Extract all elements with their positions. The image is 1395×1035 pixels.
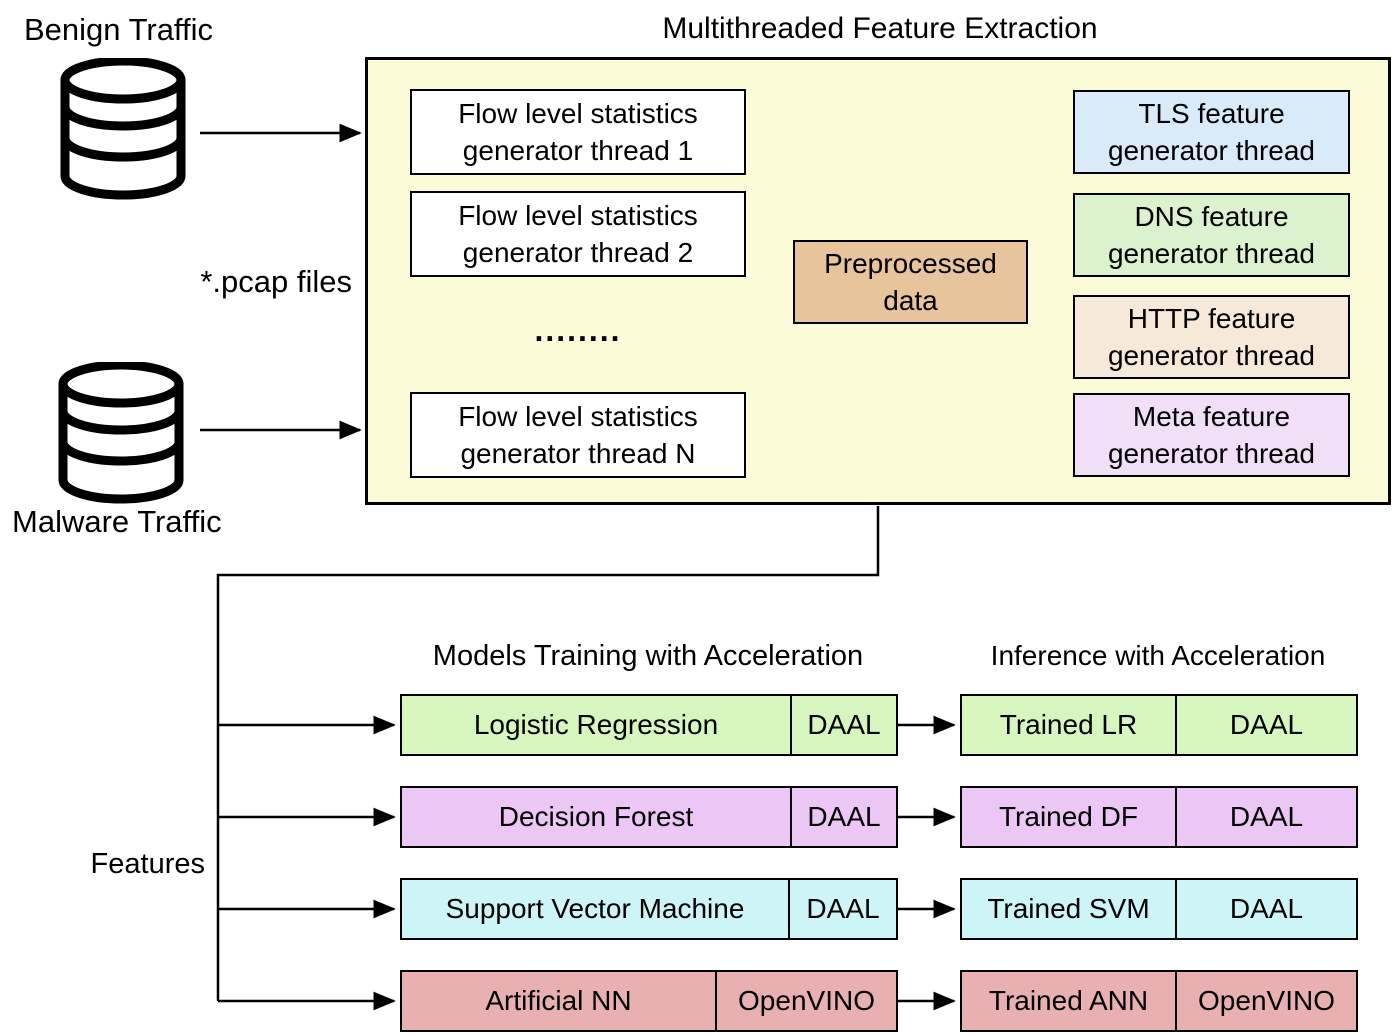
meta-feature-generator-box: Meta feature generator thread xyxy=(1073,393,1350,477)
accelerator-cell: DAAL xyxy=(1175,788,1356,846)
dns-line2: generator thread xyxy=(1107,238,1316,269)
meta-line1: Meta feature xyxy=(1132,401,1291,432)
malware-database-icon xyxy=(58,362,184,504)
model-name-cell: Trained LR xyxy=(999,709,1138,740)
preprocessed-line2: data xyxy=(883,285,938,316)
accelerator-cell: OpenVINO xyxy=(715,972,896,1030)
inference-row-trained-ann: Trained ANN OpenVINO xyxy=(960,970,1358,1032)
thread-ellipsis: ........ xyxy=(534,312,622,348)
model-name-cell: Trained DF xyxy=(998,801,1138,832)
accelerator-cell: DAAL xyxy=(790,788,896,846)
dns-feature-generator-box: DNS feature generator thread xyxy=(1073,193,1350,277)
flow-thread-n-line2: generator thread N xyxy=(460,438,696,469)
training-heading: Models Training with Acceleration xyxy=(432,640,864,672)
tls-line1: TLS feature xyxy=(1138,98,1285,129)
inference-heading: Inference with Acceleration xyxy=(990,640,1326,671)
flow-thread-1-line2: generator thread 1 xyxy=(462,135,694,166)
accelerator-cell: DAAL xyxy=(790,696,896,754)
accelerator-cell: DAAL xyxy=(1175,696,1356,754)
http-feature-generator-box: HTTP feature generator thread xyxy=(1073,295,1350,379)
inference-row-trained-lr: Trained LR DAAL xyxy=(960,694,1358,756)
flow-thread-1-box: Flow level statistics generator thread 1 xyxy=(410,89,746,175)
http-line1: HTTP feature xyxy=(1127,303,1296,334)
flow-thread-n-box: Flow level statistics generator thread N xyxy=(410,392,746,478)
meta-line2: generator thread xyxy=(1107,438,1316,469)
model-name-cell: Trained SVM xyxy=(987,893,1150,924)
accelerator-cell: DAAL xyxy=(1175,880,1356,938)
flow-thread-n-line1: Flow level statistics xyxy=(458,401,698,432)
preprocessed-line1: Preprocessed xyxy=(824,248,997,279)
tls-line2: generator thread xyxy=(1107,135,1316,166)
flow-thread-2-line2: generator thread 2 xyxy=(462,237,694,268)
flow-thread-2-box: Flow level statistics generator thread 2 xyxy=(410,191,746,277)
model-name-cell: Logistic Regression xyxy=(473,709,719,740)
inference-row-trained-df: Trained DF DAAL xyxy=(960,786,1358,848)
model-name-cell: Decision Forest xyxy=(498,801,694,832)
model-name-cell: Support Vector Machine xyxy=(445,893,745,924)
training-row-decision-forest: Decision Forest DAAL xyxy=(400,786,898,848)
extraction-title: Multithreaded Feature Extraction xyxy=(662,12,1098,45)
model-name-cell: Trained ANN xyxy=(988,985,1149,1016)
malware-traffic-label: Malware Traffic xyxy=(12,504,222,539)
accelerator-cell: DAAL xyxy=(788,880,896,938)
tls-feature-generator-box: TLS feature generator thread xyxy=(1073,90,1350,174)
inference-row-trained-svm: Trained SVM DAAL xyxy=(960,878,1358,940)
flow-thread-2-line1: Flow level statistics xyxy=(458,200,698,231)
model-name-cell: Artificial NN xyxy=(485,985,632,1016)
accelerator-cell: OpenVINO xyxy=(1175,972,1356,1030)
connector-extraction-to-features-trunk xyxy=(216,506,880,1001)
benign-traffic-label: Benign Traffic xyxy=(24,12,213,47)
features-label: Features xyxy=(90,848,205,880)
training-row-logistic-regression: Logistic Regression DAAL xyxy=(400,694,898,756)
http-line2: generator thread xyxy=(1107,340,1316,371)
benign-database-icon xyxy=(60,58,186,200)
pcap-files-label: *.pcap files xyxy=(200,264,352,299)
preprocessed-data-box: Preprocessed data xyxy=(793,240,1028,324)
training-row-support-vector-machine: Support Vector Machine DAAL xyxy=(400,878,898,940)
training-row-artificial-nn: Artificial NN OpenVINO xyxy=(400,970,898,1032)
flow-thread-1-line1: Flow level statistics xyxy=(458,98,698,129)
dns-line1: DNS feature xyxy=(1134,201,1289,232)
